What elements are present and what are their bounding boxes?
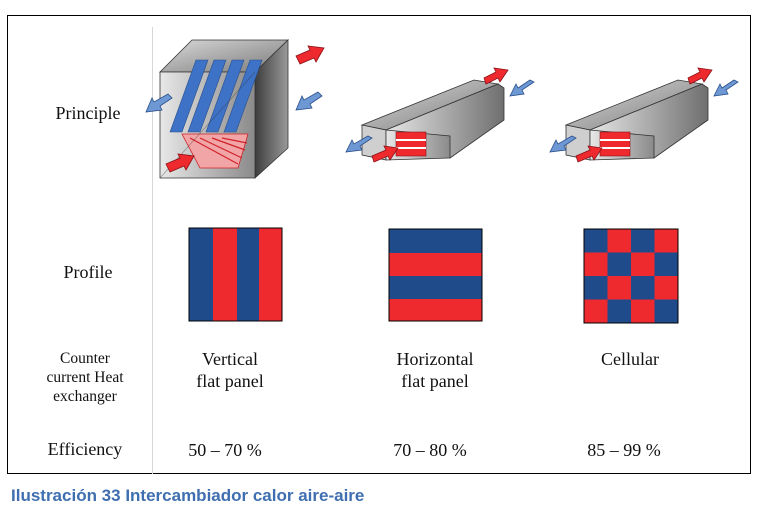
- cellular-profile-cell: [654, 252, 678, 276]
- figure-caption: Ilustración 33 Intercambiador calor aire…: [11, 486, 365, 505]
- vertical-panel-exchanger-illustration: [145, 39, 325, 179]
- cellular-profile-cell: [607, 299, 631, 323]
- efficiency-cellular: 85 – 99 %: [587, 440, 661, 460]
- column-name-vertical-line2: flat panel: [196, 371, 264, 391]
- cellular-profile-cell: [631, 276, 655, 300]
- column-name-horizontal-line2: flat panel: [401, 371, 469, 391]
- cellular-profile-cell: [654, 229, 678, 253]
- cube-red-arrow-out: [295, 45, 325, 65]
- cube-red-arrow-in: [165, 153, 195, 173]
- row-label-type-line3: exchanger: [53, 388, 117, 405]
- cellular-profile-border: [583, 228, 679, 324]
- column-divider: [152, 27, 153, 474]
- cellular-profile-cell: [631, 299, 655, 323]
- cellular-profile-cell: [607, 276, 631, 300]
- column-name-vertical: Vertical flat panel: [170, 348, 290, 392]
- cellular-exchanger-illustration: [549, 67, 739, 163]
- column-name-horizontal-line1: Horizontal: [396, 349, 474, 369]
- row-label-type: Counter current Heat exchanger: [30, 349, 140, 406]
- horizontal-panel-exchanger-illustration: [345, 67, 535, 163]
- cube-blue-plate: [187, 59, 227, 133]
- row-label-profile: Profile: [63, 262, 113, 282]
- figure-frame: [7, 15, 751, 474]
- cellular-profile-cell: [654, 299, 678, 323]
- efficiency-horizontal: 70 – 80 %: [393, 440, 467, 460]
- row-label-type-line2: current Heat: [46, 369, 124, 386]
- cube-blue-plate: [169, 59, 209, 133]
- cellular-profile-cell: [607, 229, 631, 253]
- cellular-profile-cell: [631, 252, 655, 276]
- row-label-type-line1: Counter: [60, 350, 110, 367]
- cellular-profile: [583, 228, 679, 324]
- column-name-cellular-line1: Cellular: [601, 349, 659, 369]
- column-name-vertical-line1: Vertical: [202, 349, 258, 369]
- cellular-profile-cell: [584, 229, 608, 253]
- cube-blue-plate: [205, 59, 245, 133]
- box-red-panel: [395, 131, 427, 157]
- cube-blue-plate: [223, 59, 263, 133]
- column-name-horizontal: Horizontal flat panel: [375, 348, 495, 392]
- cube-blue-arrow-in: [295, 91, 323, 111]
- column-name-cellular: Cellular: [570, 348, 690, 370]
- row-label-principle: Principle: [55, 103, 121, 123]
- cellular-profile-cell: [631, 229, 655, 253]
- cellular-profile-cell: [607, 252, 631, 276]
- row-label-efficiency: Efficiency: [47, 439, 123, 459]
- vertical-profile: [188, 227, 283, 322]
- cellular-profile-cell: [584, 252, 608, 276]
- efficiency-vertical: 50 – 70 %: [188, 440, 262, 460]
- cellular-profile-cell: [584, 276, 608, 300]
- cube-blue-arrow-out: [145, 93, 173, 113]
- cellular-profile-cell: [654, 276, 678, 300]
- horizontal-profile: [388, 228, 483, 322]
- cellular-profile-cell: [584, 299, 608, 323]
